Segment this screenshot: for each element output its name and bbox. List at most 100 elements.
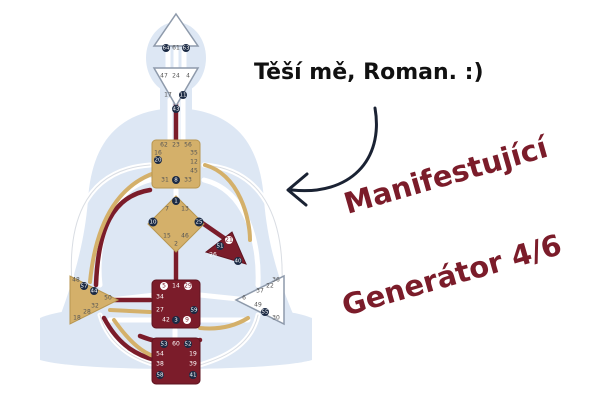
gate-34: 34 [156,294,164,301]
gate-dot-59 [190,306,198,314]
gate-42: 42 [162,317,170,324]
gate-43: 43 [173,107,180,113]
gate-dot-57 [80,282,88,290]
gate-29: 29 [184,283,192,290]
gate-44: 44 [91,289,98,295]
gate-25: 25 [196,220,203,226]
gate-24: 24 [172,73,180,80]
gate-dot-9 [183,316,191,324]
gate-39: 39 [189,361,197,368]
gate-20: 20 [155,158,162,164]
gate-18: 18 [73,315,81,322]
gate-dot-25 [194,217,204,227]
gate-12: 12 [190,159,198,166]
sacral-center: 5 14 29 34 27 59 42 3 9 [151,279,201,329]
gate-49: 49 [254,302,262,309]
heart-center: 21 51 26 40 [204,231,247,265]
gate-52: 52 [185,342,192,348]
gate-1: 1 [174,199,178,205]
gate-62: 62 [160,142,168,149]
gate-32: 32 [91,303,99,310]
gate-51: 51 [217,244,224,250]
gate-dot-21 [225,236,233,244]
root-center: 53 60 52 54 19 38 39 58 41 [151,337,201,385]
gate-dot-53 [160,340,168,348]
gate-dot-58 [156,371,164,379]
gate-6: 6 [242,295,246,302]
gate-21: 21 [225,237,233,244]
gate-46: 46 [181,233,189,240]
gate-4: 4 [186,73,190,80]
curved-arrow-icon [286,106,378,207]
gate-11: 11 [180,93,187,99]
gate-dot-41 [189,371,197,379]
gate-16: 16 [154,150,162,157]
gate-35: 35 [190,150,198,157]
gate-26: 26 [209,252,217,259]
gate-40: 40 [235,259,242,265]
gate-45: 45 [190,168,198,175]
gate-56: 56 [184,142,192,149]
gate-19: 19 [189,351,197,358]
gate-54: 54 [156,351,164,358]
gate-55: 55 [262,310,269,316]
solar-plexus-center: 36 22 37 6 49 55 30 [234,274,285,326]
gate-10: 10 [150,220,157,226]
gate-dot-64 [162,44,170,52]
gate-30: 30 [272,315,280,322]
gate-33: 33 [184,177,192,184]
gate-7: 7 [165,206,169,213]
gate-14: 14 [172,283,180,290]
gate-5: 5 [162,283,166,290]
gate-dot-55 [261,308,269,316]
ajna-center: 47 24 4 17 11 43 [152,67,200,113]
gate-61: 61 [172,45,180,52]
gate-28: 28 [83,309,91,316]
gate-8: 8 [174,178,178,184]
gate-41: 41 [190,373,197,379]
gate-17: 17 [164,92,172,99]
gate-36: 36 [272,277,280,284]
gate-dot-10 [148,217,158,227]
gate-dot-51 [216,242,224,250]
gate-dot-44 [90,287,98,295]
spleen-center: 48 57 44 50 32 28 18 [69,275,120,325]
gate-13: 13 [181,206,189,213]
gate-57: 57 [81,284,88,290]
channel-outlines [70,164,283,366]
gate-63: 63 [183,46,190,52]
throat-center: 62 23 56 16 35 12 45 20 31 8 33 [151,139,201,189]
gate-47: 47 [160,73,168,80]
g-center: 1 7 13 10 25 15 46 2 [147,195,205,253]
gate-2: 2 [174,241,178,248]
gate-27: 27 [156,307,164,314]
gate-3: 3 [174,318,178,324]
gate-dot-11 [179,91,187,99]
gate-53: 53 [161,342,168,348]
gate-60: 60 [172,341,180,348]
gate-15: 15 [163,233,171,240]
gate-dot-1 [172,197,180,205]
gate-dot-3 [172,316,180,324]
head-center: 64 61 63 [152,12,200,52]
gate-dot-20 [154,156,162,164]
gate-9: 9 [185,317,189,324]
gate-dot-52 [184,340,192,348]
gate-dot-29 [184,282,192,290]
gate-23: 23 [172,142,180,149]
gate-38: 38 [156,361,164,368]
greeting-text: Těší mě, Roman. :) [254,60,484,85]
gate-dot-8 [172,176,180,184]
gate-22: 22 [266,283,274,290]
gate-dot-43 [172,105,180,113]
gate-dot-40 [234,257,242,265]
gate-64: 64 [163,46,170,52]
gate-dot-63 [182,44,190,52]
gate-59: 59 [191,308,198,314]
gate-dot-5 [160,282,168,290]
gate-50: 50 [104,295,112,302]
gate-58: 58 [157,373,164,379]
gate-48: 48 [72,277,80,284]
